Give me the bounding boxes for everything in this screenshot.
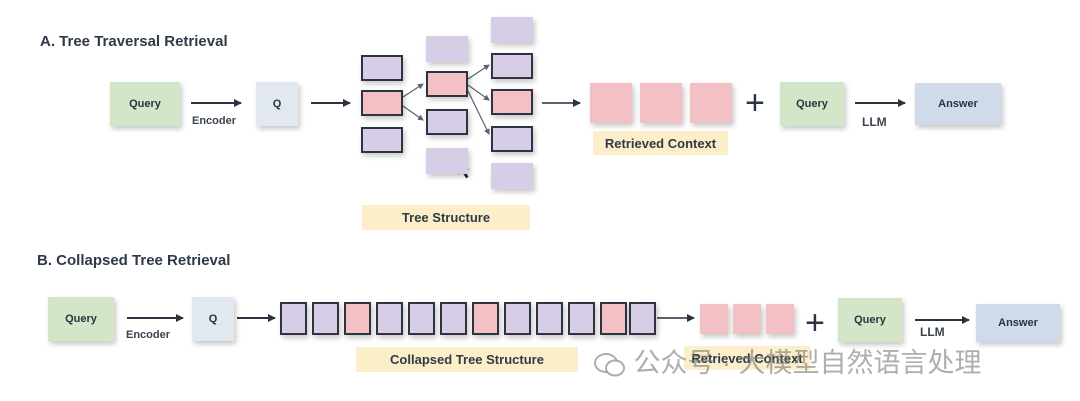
tree-node [491,126,533,152]
tree-node [361,127,403,153]
llm-label-a: LLM [862,115,887,129]
collapsed-node-selected [344,302,371,335]
collapsed-node [312,302,339,335]
collapsed-node [376,302,403,335]
query-box-b2: Query [838,298,902,342]
retrieved-context-label-a: Retrieved Context [593,131,728,155]
tree-node [491,17,533,43]
encoder-label-b: Encoder [126,329,171,341]
answer-box-a: Answer [915,83,1001,125]
context-chunk [766,304,794,334]
tree-edge [402,83,424,98]
tree-node-selected [361,90,403,116]
tree-edge [402,105,424,121]
tree-node-selected [491,89,533,115]
tree-node [426,36,468,62]
plus-sign-a: + [745,84,765,122]
q-box-a: Q [256,82,298,126]
context-chunk [690,83,732,123]
section-b-title: B. Collapsed Tree Retrieval [37,252,231,269]
tree-node [491,53,533,79]
collapsed-node [568,302,595,335]
context-chunk [733,304,761,334]
llm-label-b: LLM [920,325,945,339]
tree-node [361,55,403,81]
answer-box-b: Answer [976,304,1060,342]
collapsed-tree-structure-label: Collapsed Tree Structure [356,347,578,372]
wechat-icon [594,352,625,377]
collapsed-node [280,302,307,335]
context-chunk [640,83,682,123]
collapsed-node [504,302,531,335]
query-box-b: Query [48,297,114,341]
tree-node [426,109,468,135]
context-chunk [590,83,632,123]
tree-edge [467,90,490,135]
context-chunk [700,304,728,334]
section-a-title: A. Tree Traversal Retrieval [40,33,228,50]
tree-node [426,148,468,174]
query-box-a: Query [110,82,180,126]
collapsed-node-selected [472,302,499,335]
collapsed-node [536,302,563,335]
collapsed-node-selected [600,302,627,335]
tree-edge [467,64,490,80]
tree-node-selected [426,71,468,97]
tree-edge [467,84,490,101]
encoder-label-a: Encoder [192,115,237,127]
collapsed-node [629,302,656,335]
collapsed-node [408,302,435,335]
plus-sign-b: + [805,304,825,342]
q-box-b: Q [192,297,234,341]
collapsed-node [440,302,467,335]
watermark-text: 公众号 · 大模型自然语言处理 [633,348,982,378]
tree-structure-label-a: Tree Structure [362,205,530,230]
retrieved-context-label-b: Retrieved Context [684,346,810,370]
watermark: 公众号 · 大模型自然语言处理 [594,341,982,380]
query-box-a2: Query [780,82,844,126]
tree-node [491,163,533,189]
